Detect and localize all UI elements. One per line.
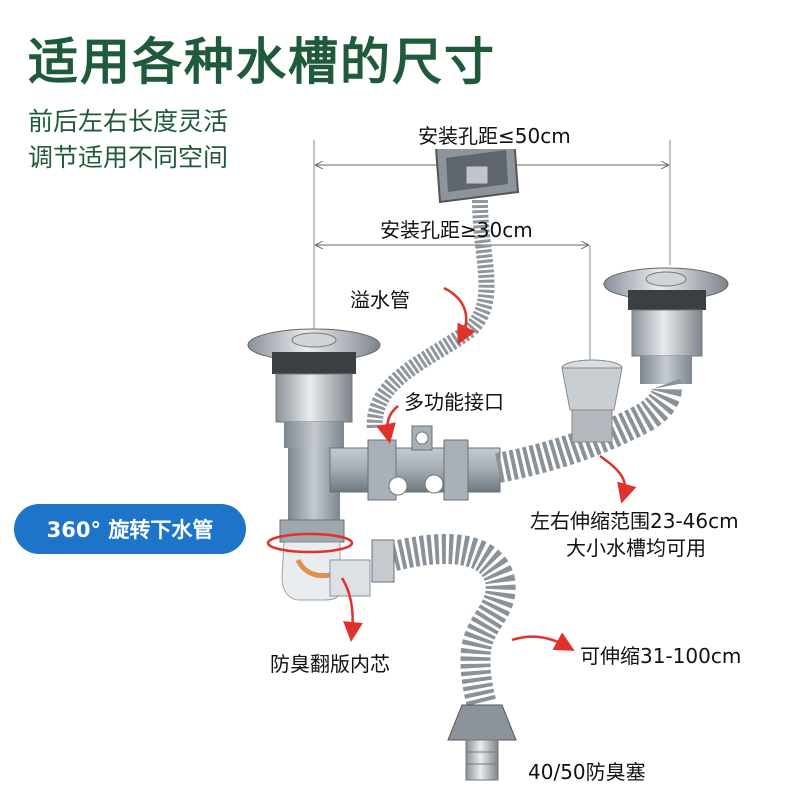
odor-plug-label: 40/50防臭塞 <box>528 760 646 784</box>
anti-odor-core-label: 防臭翻版内芯 <box>270 652 390 676</box>
overflow-fitting <box>434 136 520 204</box>
rotate-badge: 360° 旋转下水管 <box>14 504 246 554</box>
telescopic-range-label-1: 左右伸缩范围23-46cm <box>530 509 739 533</box>
hose-connector <box>371 539 395 583</box>
extendable-hose <box>375 534 516 709</box>
left-strainer <box>247 328 381 448</box>
inner-spacing-label: 安装孔距≥30cm <box>380 218 533 242</box>
anti-odor-trap <box>266 519 371 601</box>
subtitle-line-1: 前后左右长度灵活 <box>28 107 229 136</box>
extendable-label: 可伸缩31-100cm <box>580 644 742 668</box>
manifold <box>329 425 501 501</box>
outer-spacing-label: 安装孔距≤50cm <box>416 120 573 149</box>
subtitle: 前后左右长度灵活 调节适用不同空间 <box>28 104 228 176</box>
odor-plug <box>447 704 517 781</box>
telescopic-range-label-2: 大小水槽均可用 <box>566 536 706 560</box>
page-title: 适用各种水槽的尺寸 <box>28 33 496 91</box>
callout-arrows <box>340 286 637 651</box>
center-inlet-cup <box>561 359 623 443</box>
overflow-pipe-label: 溢水管 <box>350 288 410 312</box>
right-strainer <box>603 267 729 384</box>
multi-interface-label: 多功能接口 <box>404 390 504 414</box>
subtitle-line-2: 调节适用不同空间 <box>28 143 229 172</box>
telescopic-hose-horizontal <box>495 378 682 483</box>
